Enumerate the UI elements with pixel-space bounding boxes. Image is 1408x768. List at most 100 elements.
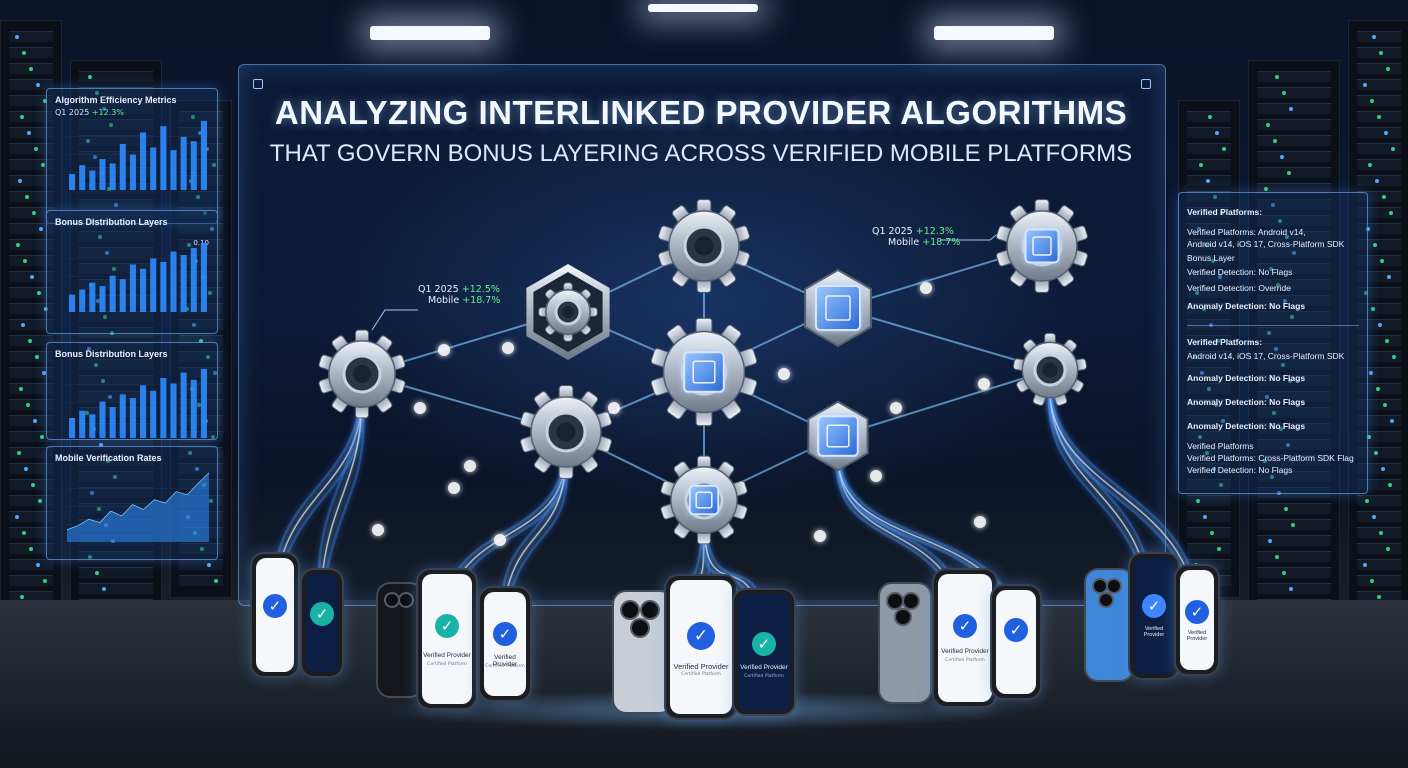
rack-unit: [9, 95, 53, 106]
rack-unit: [1187, 383, 1231, 394]
rack-unit: [9, 271, 53, 282]
status-led: [43, 579, 47, 583]
rack-unit: [179, 335, 223, 346]
rack-unit: [1187, 127, 1231, 138]
rack-unit: [179, 207, 223, 218]
status-line: Anomaly Detection: No Flags: [1187, 301, 1306, 311]
status-led: [95, 571, 99, 575]
rack-unit: [1357, 447, 1401, 458]
phone-screen: ✓ Verified Provider Certified Platform: [938, 574, 992, 702]
status-led: [108, 395, 112, 399]
bar: [69, 417, 76, 438]
signal-node: [870, 470, 882, 482]
cube-chip-icon: [825, 295, 851, 321]
rack-unit: [9, 447, 53, 458]
rack-unit: [1257, 295, 1331, 306]
status-led: [208, 291, 212, 295]
bar: [180, 254, 187, 312]
callout-label: Q1 2025: [418, 284, 459, 295]
card-title: Bonus Distribution Layers: [55, 349, 168, 359]
rack-unit: [1257, 359, 1331, 370]
rack-unit: [79, 583, 153, 594]
rack-unit: [79, 263, 153, 274]
bar: [170, 251, 177, 312]
rack-unit: [1187, 495, 1231, 506]
status-led: [27, 131, 31, 135]
status-led: [1278, 219, 1282, 223]
rack-unit: [9, 399, 53, 410]
status-led: [1385, 339, 1389, 343]
rack-unit: [79, 215, 153, 226]
status-led: [95, 91, 99, 95]
signal-node: [502, 342, 514, 354]
phone-label: Verified Provider: [1143, 626, 1165, 638]
platform-status-card: Verified Platforms: Verified Platforms: …: [1178, 192, 1368, 494]
status-led: [196, 195, 200, 199]
bar: [129, 264, 136, 312]
status-led: [28, 339, 32, 343]
status-led: [23, 259, 27, 263]
rack-unit: [1257, 279, 1331, 290]
phone: ✓ Verified Provider Certified Platform: [732, 588, 796, 716]
rack-unit: [1257, 407, 1331, 418]
signal-node: [414, 402, 426, 414]
rack-unit: [9, 351, 53, 362]
callout-value: +18.7%: [462, 295, 501, 306]
rack-unit: [1357, 383, 1401, 394]
cube-icon: [804, 268, 872, 348]
status-led: [32, 211, 36, 215]
status-led: [1285, 235, 1289, 239]
card-title: Mobile Verification Rates: [55, 453, 162, 463]
status-led: [192, 323, 196, 327]
phone-sublabel: Certified Platform: [681, 672, 721, 677]
status-led: [1376, 387, 1380, 391]
rack-unit: [9, 127, 53, 138]
check-icon: ✓: [493, 622, 517, 646]
rack-unit: [1257, 391, 1331, 402]
status-led: [191, 115, 195, 119]
status-led: [113, 475, 117, 479]
status-led: [1221, 419, 1225, 423]
status-led: [187, 243, 191, 247]
status-led: [1206, 179, 1210, 183]
metric-card: Bonus Distribution Layers: [46, 342, 218, 440]
status-led: [1212, 467, 1216, 471]
rack-unit: [1187, 143, 1231, 154]
rack-unit: [179, 319, 223, 330]
network-nodes: [318, 199, 1088, 545]
status-led: [20, 595, 24, 599]
status-led: [1271, 203, 1275, 207]
status-led: [1273, 139, 1277, 143]
rack-unit: [1257, 135, 1331, 146]
status-led: [1215, 131, 1219, 135]
check-icon: ✓: [752, 632, 776, 656]
status-line: Verified Platforms:: [1187, 337, 1263, 347]
rack-unit: [1357, 255, 1401, 266]
phone: ✓: [250, 552, 300, 678]
rack-unit: [1257, 535, 1331, 546]
rack-unit: [1187, 287, 1231, 298]
status-led: [212, 163, 216, 167]
status-led: [1291, 523, 1295, 527]
check-icon: ✓: [953, 614, 977, 638]
rack-unit: [79, 407, 153, 418]
status-led: [24, 467, 28, 471]
bar: [170, 150, 177, 190]
camera-icon: [894, 608, 912, 626]
metric-card: Algorithm Efficiency Metrics Q1 2025 +12…: [46, 88, 218, 224]
signal-node: [448, 482, 460, 494]
phone-screen: ✓ Verified Provider Certified Platform: [422, 574, 472, 704]
status-led: [1196, 499, 1200, 503]
bar: [150, 147, 157, 190]
rack-unit: [9, 143, 53, 154]
rack-unit: [1257, 247, 1331, 258]
status-led: [211, 435, 215, 439]
rack-unit: [1357, 63, 1401, 74]
status-led: [1283, 299, 1287, 303]
status-led: [38, 499, 42, 503]
rack-unit: [79, 151, 153, 162]
rack-unit: [1257, 231, 1331, 242]
status-led: [210, 227, 214, 231]
status-led: [214, 579, 218, 583]
rack-unit: [9, 527, 53, 538]
